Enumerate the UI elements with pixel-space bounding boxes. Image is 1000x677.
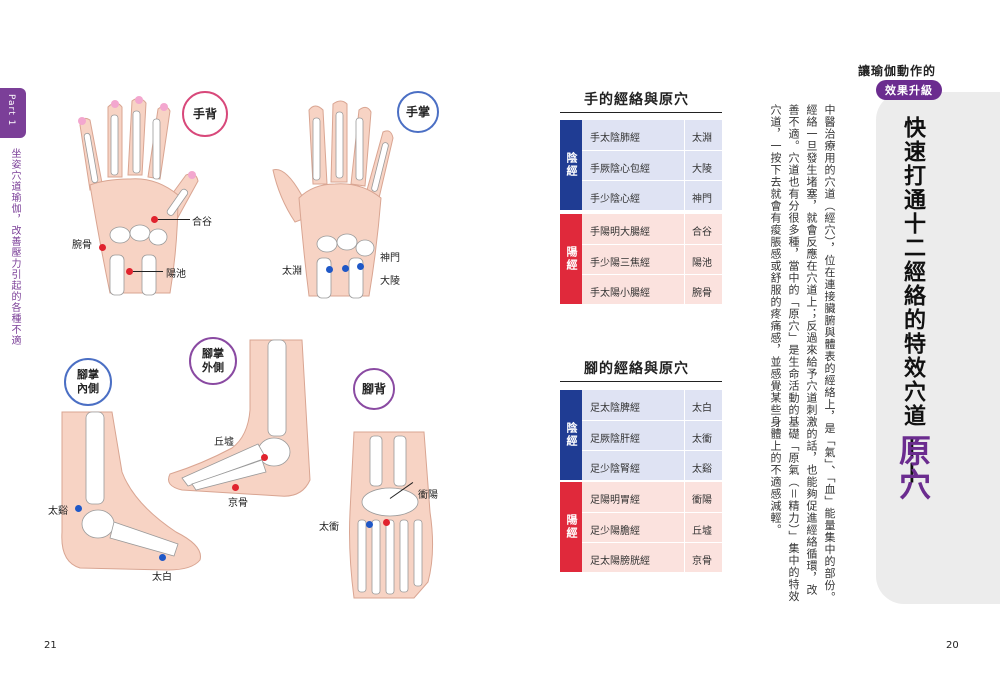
label-jinggu: 京骨: [228, 498, 248, 509]
foot-outer-illustration: [168, 339, 311, 497]
body-paragraph: 中醫治療用的穴道（經穴），位在連接臟腑與體表的經絡上，是「氣」、「血」能量集中的…: [769, 104, 836, 604]
label-qiuxu: 丘墟: [214, 437, 234, 448]
acupoint-yangchi-dot: [126, 268, 133, 275]
acupoint-daling-dot: [342, 265, 349, 272]
column-divider: [684, 120, 685, 210]
table-row: 手太陰肺經太淵: [582, 120, 722, 150]
part-label: Part 1: [6, 94, 16, 127]
label-yangchi: 陽池: [166, 269, 186, 280]
acupoint-chongyang-dot: [383, 519, 390, 526]
table-row: 手厥陰心包經大陵: [582, 150, 722, 180]
title-panel: [876, 92, 1000, 604]
table-row: 足太陽膀胱經京骨: [582, 542, 722, 572]
label-taiyuan: 太淵: [282, 266, 302, 277]
acupoint-wangu-dot: [99, 244, 106, 251]
table-row: 足少陰腎經太谿: [582, 450, 722, 480]
label-shenmen: 神門: [380, 253, 400, 264]
foot-top-illustration: [349, 431, 434, 599]
acupoint-taixi-dot: [75, 505, 82, 512]
foot-yang-group: 陽經 足陽明胃經衝陽 足少陽膽經丘墟 足太陽膀胱經京骨: [560, 482, 722, 572]
foot-yin-group: 陰經 足太陰脾經太白 足厥陰肝經太衝 足少陰腎經太谿: [560, 390, 722, 480]
table-row: 手少陽三焦經陽池: [582, 244, 722, 274]
table-row: 手陽明大腸經合谷: [582, 214, 722, 244]
hand-table-rule: [560, 112, 722, 113]
label-taixi: 太谿: [48, 506, 68, 517]
foot-top-label: 腳背: [353, 368, 395, 410]
table-row: 足太陰脾經太白: [582, 390, 722, 420]
hand-yin-group: 陰經 手太陰肺經太淵 手厥陰心包經大陵 手少陰心經神門: [560, 120, 722, 210]
foot-inner-illustration: [61, 411, 201, 571]
label-taichong: 太衝: [319, 522, 339, 533]
column-divider: [684, 482, 685, 572]
table-row: 足陽明胃經衝陽: [582, 482, 722, 512]
hand-yang-group: 陽經 手陽明大腸經合谷 手少陽三焦經陽池 手太陽小腸經腕骨: [560, 214, 722, 304]
column-divider: [684, 214, 685, 304]
acupoint-hegu-dot: [151, 216, 158, 223]
yin-label: 陰經: [560, 120, 582, 210]
foot-table-title: 腳的經絡與原穴: [584, 361, 689, 377]
label-taibai: 太白: [152, 572, 172, 583]
acupoint-shenmen-dot: [357, 263, 364, 270]
acupoint-taibai-dot: [159, 554, 166, 561]
page-number-left: 21: [44, 640, 57, 651]
leader-line: [158, 219, 190, 220]
leader-line: [133, 271, 163, 272]
page-number-right: 20: [946, 640, 959, 651]
acupoint-jinggu-dot: [232, 484, 239, 491]
label-wangu: 腕骨: [72, 240, 92, 251]
hand-back-label: 手背: [182, 91, 228, 137]
page-title: 快速打通十二經絡的特效穴道 ——: [900, 116, 925, 486]
foot-inner-label: 腳掌 內側: [64, 358, 112, 406]
column-divider: [684, 390, 685, 480]
yin-label: 陰經: [560, 390, 582, 480]
chapter-note: 坐姿穴道瑜伽，改善壓力引起的各種不適: [9, 148, 20, 346]
badge-caption: 讓瑜伽動作的: [858, 64, 937, 78]
acupoint-qiuxu-dot: [261, 454, 268, 461]
foot-table-rule: [560, 381, 722, 382]
page-subtitle: 原穴: [894, 434, 932, 502]
part-tab: Part 1: [0, 88, 26, 138]
yang-label: 陽經: [560, 482, 582, 572]
label-chongyang: 衝陽: [418, 490, 438, 501]
hand-table-title: 手的經絡與原穴: [584, 92, 689, 108]
table-row: 足厥陰肝經太衝: [582, 420, 722, 450]
yang-label: 陽經: [560, 214, 582, 304]
label-hegu: 合谷: [192, 217, 212, 228]
hand-palm-label: 手掌: [397, 91, 439, 133]
acupoint-taiyuan-dot: [326, 266, 333, 273]
table-row: 手太陽小腸經腕骨: [582, 274, 722, 304]
badge-pill: 效果升級: [876, 80, 942, 100]
label-daling: 大陵: [380, 276, 400, 287]
table-row: 手少陰心經神門: [582, 180, 722, 210]
hand-back-illustration: [78, 96, 199, 296]
foot-outer-label: 腳掌 外側: [189, 337, 237, 385]
acupoint-taichong-dot: [366, 521, 373, 528]
table-row: 足少陽膽經丘墟: [582, 512, 722, 542]
